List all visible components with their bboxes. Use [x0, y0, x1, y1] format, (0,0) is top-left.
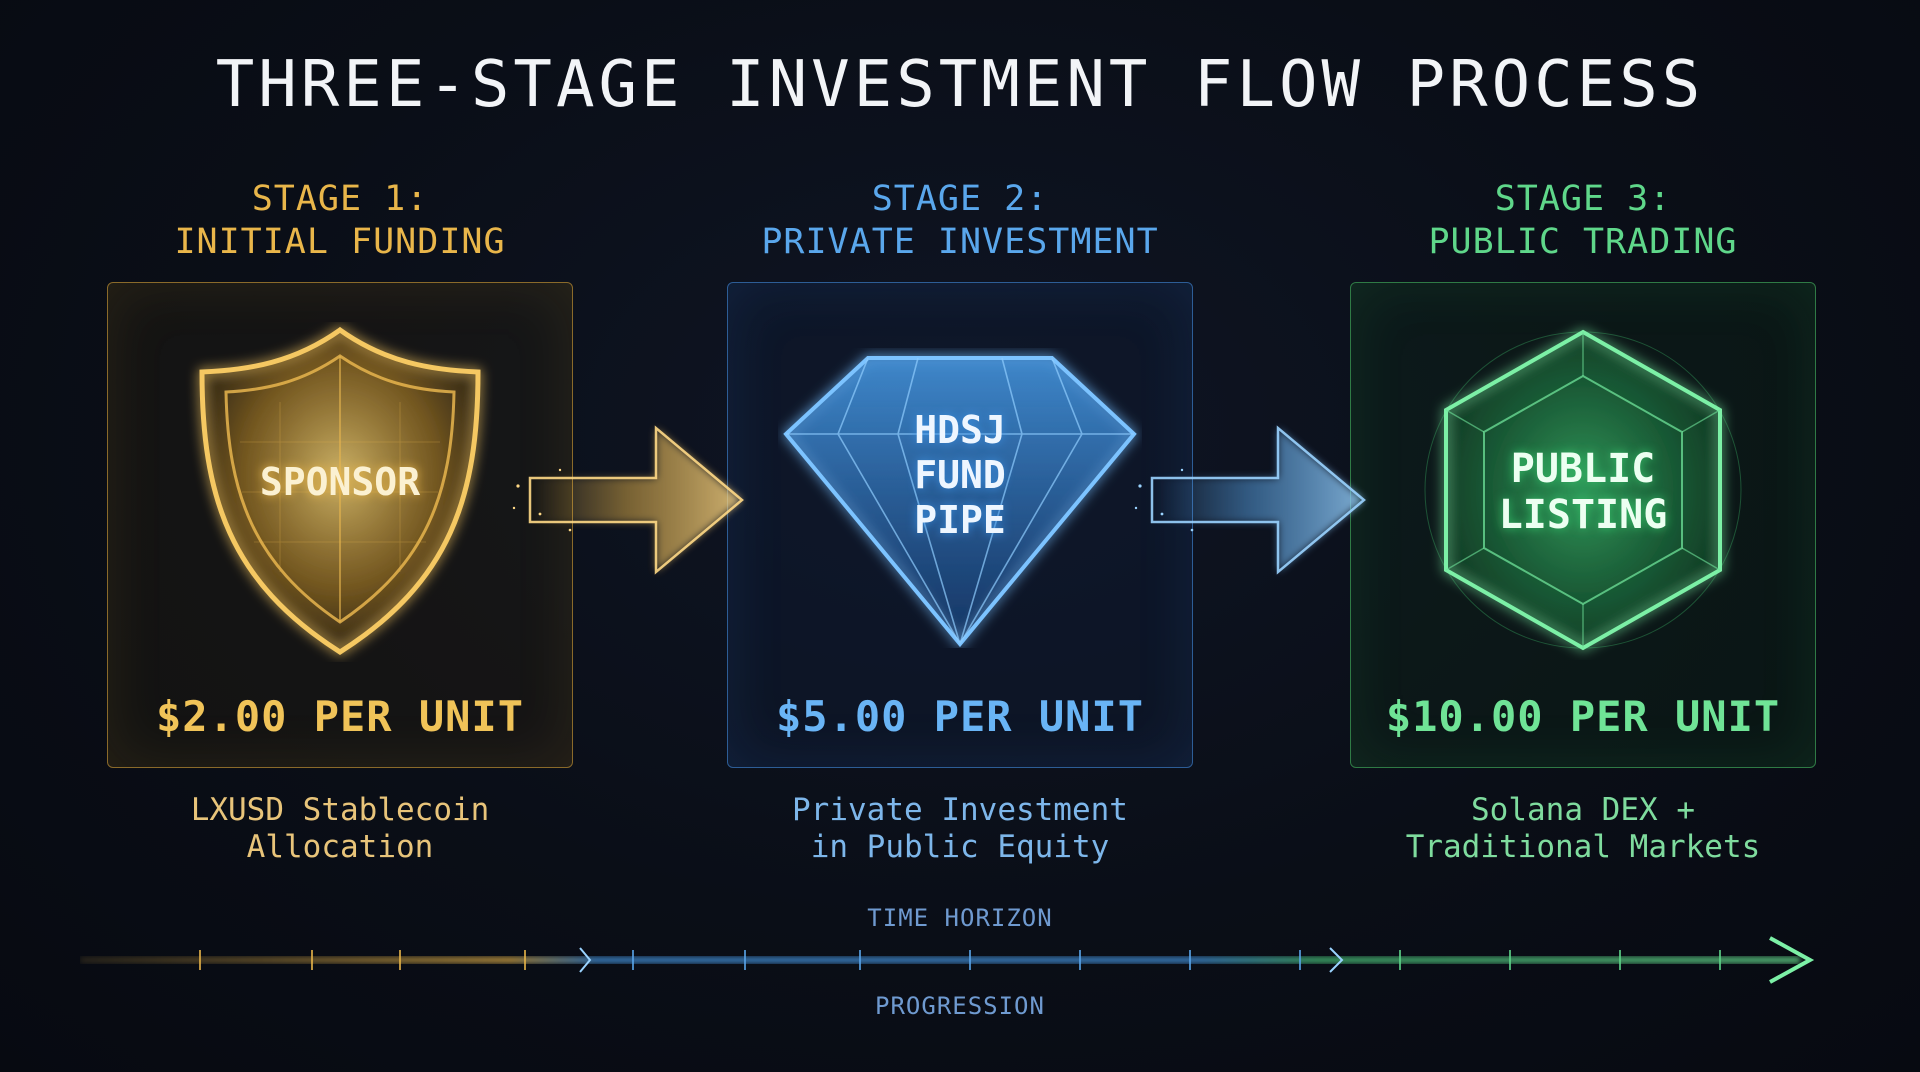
stage-1-price: $2.00 PER UNIT	[155, 692, 524, 741]
hexagon-label-line1: PUBLIC	[1510, 446, 1656, 492]
stage-2-desc-line2: in Public Equity	[810, 829, 1110, 865]
hexagon-icon: PUBLIC LISTING	[1420, 320, 1746, 660]
stage-3-heading-line1: STAGE 3:	[1494, 179, 1672, 219]
stage-1-desc-line2: Allocation	[246, 829, 434, 865]
stage-2-price: $5.00 PER UNIT	[775, 692, 1144, 741]
stage-2-heading-line2: PRIVATE INVESTMENT	[761, 222, 1159, 262]
page-title: THREE-STAGE INVESTMENT FLOW PROCESS	[215, 48, 1705, 122]
diamond-icon: HDSJ FUND PIPE	[778, 348, 1142, 648]
arrow-stage2-to-stage3-icon	[1132, 420, 1372, 584]
stage-2-description: Private Investment in Public Equity	[680, 792, 1240, 866]
stage-3-desc-line2: Traditional Markets	[1405, 829, 1761, 865]
timeline-top-label: TIME HORIZON	[867, 904, 1053, 932]
diamond-label: HDSJ FUND PIPE	[778, 408, 1142, 543]
diamond-label-line2: FUND	[914, 453, 1006, 497]
stage-1-heading-line1: STAGE 1:	[251, 179, 429, 219]
shield-icon: SPONSOR	[180, 322, 500, 662]
stage-3-description: Solana DEX + Traditional Markets	[1303, 792, 1863, 866]
stage-3-heading: STAGE 3: PUBLIC TRADING	[1303, 178, 1863, 264]
diamond-label-line3: PIPE	[914, 498, 1006, 542]
stage-1-heading: STAGE 1: INITIAL FUNDING	[60, 178, 620, 264]
diamond-label-line1: HDSJ	[914, 408, 1006, 452]
stage-1-heading-line2: INITIAL FUNDING	[174, 222, 506, 262]
stage-2-desc-line1: Private Investment	[792, 792, 1128, 828]
shield-label: SPONSOR	[259, 460, 421, 504]
stage-1-description: LXUSD Stablecoin Allocation	[60, 792, 620, 866]
stage-3-price: $10.00 PER UNIT	[1385, 692, 1781, 741]
hexagon-label: PUBLIC LISTING	[1420, 446, 1746, 538]
stage-2-heading-line1: STAGE 2:	[871, 179, 1049, 219]
hexagon-label-line2: LISTING	[1498, 492, 1668, 538]
arrow-stage1-to-stage2-icon	[510, 420, 750, 584]
stage-1-desc-line1: LXUSD Stablecoin	[190, 792, 490, 828]
timeline-bottom-label: PROGRESSION	[875, 992, 1045, 1020]
timeline-arrow	[80, 930, 1840, 994]
stage-2-heading: STAGE 2: PRIVATE INVESTMENT	[680, 178, 1240, 264]
stage-3-desc-line1: Solana DEX +	[1471, 792, 1695, 828]
stage-3-heading-line2: PUBLIC TRADING	[1428, 222, 1738, 262]
